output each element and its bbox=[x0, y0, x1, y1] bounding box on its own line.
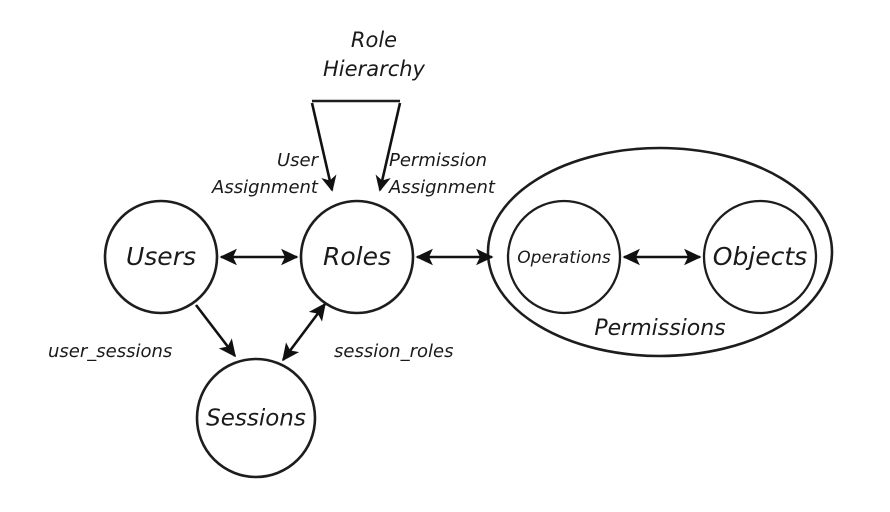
permissions-label: Permissions bbox=[594, 316, 725, 341]
users-node-label: Users bbox=[126, 242, 196, 271]
user-assignment-label: User Assignment bbox=[211, 150, 320, 198]
permission-assignment-label: Permission Assignment bbox=[388, 150, 496, 198]
user-sessions-connector bbox=[194, 304, 237, 358]
users-node bbox=[103, 199, 219, 315]
session-roles-label: session_roles bbox=[334, 341, 454, 362]
user-assignment-label-line-1: User bbox=[277, 150, 320, 171]
role-hierarchy-title-line-2: Hierarchy bbox=[323, 57, 426, 81]
objects-node bbox=[702, 199, 818, 315]
operations-node-label: Operations bbox=[517, 248, 611, 268]
permission-assignment-label-line-2: Assignment bbox=[388, 177, 496, 198]
user-sessions-label: user_sessions bbox=[48, 341, 172, 362]
role-hierarchy-title-line-1: Role bbox=[351, 28, 397, 52]
roles-node bbox=[299, 199, 415, 315]
operations-node bbox=[506, 199, 622, 315]
sessions-node bbox=[195, 357, 317, 479]
permission-assignment-label-line-1: Permission bbox=[389, 150, 487, 171]
user-assignment-label-line-2: Assignment bbox=[211, 177, 319, 198]
sessions-node-label: Sessions bbox=[206, 406, 306, 432]
session-roles-connector bbox=[281, 302, 327, 362]
role-hierarchy-trapezoid bbox=[310, 99, 402, 192]
roles-node-label: Roles bbox=[323, 242, 391, 271]
objects-node-label: Objects bbox=[713, 242, 807, 271]
